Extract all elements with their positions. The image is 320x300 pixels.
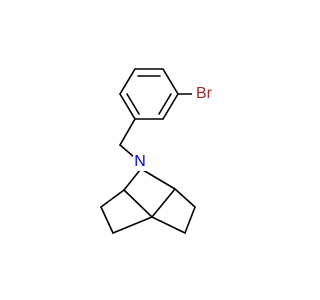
c3-right-bridgehead [112,216,153,234]
c5-c6 [184,206,196,234]
c2-c3 [100,206,114,234]
c6-bridgehead [151,216,186,234]
ring-bond-3 [162,93,179,120]
benzene-ring [119,68,179,120]
left-bridgehead-c2 [100,189,125,208]
ring-bond-6 [119,68,136,95]
nitrogen-label: N [134,153,146,170]
ring-bond-5-inner [126,93,140,115]
bridge-n-left-bridgehead [123,169,141,191]
left-bridgehead-right-bridgehead [151,188,176,218]
bridge-n-right-bridgehead [142,169,176,190]
ring-bond-3-inner [158,93,172,115]
bridge-lower [123,189,153,218]
bromine-label: Br [196,85,213,102]
benzyl-bond [119,118,136,146]
nitrogen-atom: N [133,153,147,171]
ch2-nitrogen-bond [119,144,135,158]
right-bridgehead-c5 [174,188,196,208]
ring-bond-2 [162,68,179,95]
molecule-structure: Br N [100,68,216,234]
ring-bond-5 [119,93,136,120]
azabicyclo-framework [100,169,196,234]
bromine-atom: Br [192,84,216,104]
